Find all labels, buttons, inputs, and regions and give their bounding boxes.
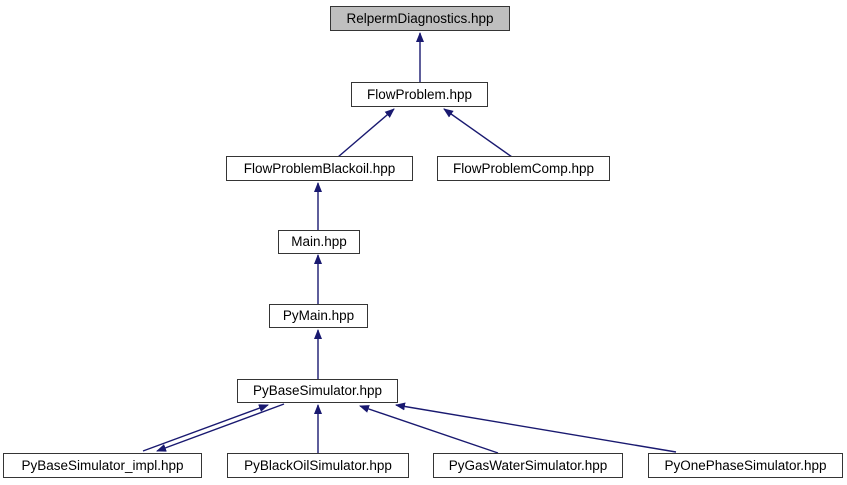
node-relperm-diagnostics: RelpermDiagnostics.hpp [330, 6, 510, 31]
node-py-onephase-simulator[interactable]: PyOnePhaseSimulator.hpp [648, 453, 843, 478]
node-flow-problem[interactable]: FlowProblem.hpp [351, 82, 488, 107]
node-flow-problem-comp[interactable]: FlowProblemComp.hpp [437, 156, 610, 181]
node-main[interactable]: Main.hpp [278, 230, 360, 254]
node-py-main[interactable]: PyMain.hpp [269, 304, 368, 328]
edge-flowproblemcomp-to-flowproblem [443, 108, 513, 158]
edge-pybasesimulator-to-pybasesimulatorimpl [156, 403, 285, 452]
node-py-base-simulator[interactable]: PyBaseSimulator.hpp [237, 379, 398, 403]
edge-pybasesimulatorimpl-to-pybasesimulator [142, 404, 269, 452]
node-py-gaswater-simulator[interactable]: PyGasWaterSimulator.hpp [433, 453, 623, 478]
edge-pygaswatersimulator-to-pybasesimulator [359, 405, 499, 454]
node-py-base-simulator-impl[interactable]: PyBaseSimulator_impl.hpp [3, 453, 202, 478]
node-flow-problem-blackoil[interactable]: FlowProblemBlackoil.hpp [226, 156, 413, 181]
edge-flowproblemblackoil-to-flowproblem [337, 108, 395, 158]
edge-pyonephasesimulator-to-pybasesimulator [395, 402, 677, 453]
node-py-blackoil-simulator[interactable]: PyBlackOilSimulator.hpp [227, 453, 409, 478]
